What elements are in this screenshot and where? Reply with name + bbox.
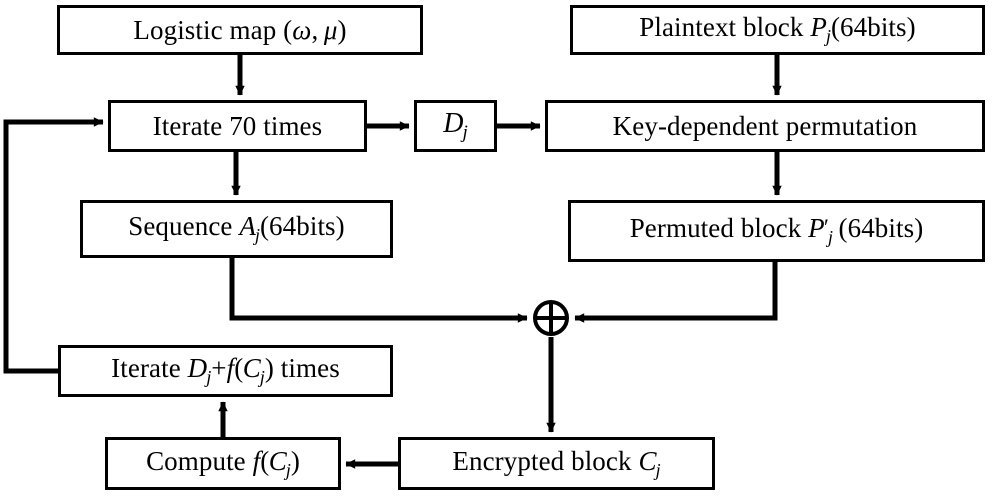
mu-symbol: μ bbox=[323, 14, 338, 45]
dj-subscript: j bbox=[462, 122, 468, 144]
compute-f-label: Compute f(Cj) bbox=[146, 445, 300, 480]
node-iterate-feedback[interactable]: Iterate Dj+f(Cj) times bbox=[58, 345, 393, 397]
permuted-prime: ′ bbox=[823, 214, 829, 240]
node-compute-f[interactable]: Compute f(Cj) bbox=[105, 437, 341, 490]
edge-sequence-to-xor bbox=[229, 258, 528, 323]
permuted-block-label: Permuted block P′j (64bits) bbox=[629, 213, 924, 248]
sequence-symbol: A bbox=[239, 211, 256, 242]
feedback-d-subscript: j bbox=[206, 367, 212, 388]
encrypted-symbol: C bbox=[638, 445, 657, 476]
permuted-subscript: j bbox=[827, 227, 833, 248]
node-logistic-map[interactable]: Logistic map (ω, μ) bbox=[57, 5, 423, 55]
node-dj[interactable]: Dj bbox=[414, 100, 497, 152]
dj-symbol: D bbox=[443, 107, 464, 139]
compute-c-symbol: C bbox=[268, 445, 287, 476]
feedback-d-symbol: D bbox=[187, 353, 208, 384]
node-sequence-aj[interactable]: Sequence Aj(64bits) bbox=[80, 200, 393, 258]
encrypted-block-label: Encrypted block Cj bbox=[452, 445, 661, 480]
feedback-f-symbol: f bbox=[226, 353, 235, 384]
plaintext-symbol: P bbox=[810, 12, 827, 43]
xor-operator bbox=[532, 299, 570, 337]
node-plaintext-block[interactable]: Plaintext block Pj(64bits) bbox=[570, 5, 985, 55]
feedback-c-subscript: j bbox=[259, 367, 265, 388]
edge-permuted-to-xor bbox=[574, 262, 778, 323]
node-encrypted-block[interactable]: Encrypted block Cj bbox=[398, 437, 715, 490]
node-permuted-block[interactable]: Permuted block P′j (64bits) bbox=[568, 200, 985, 262]
sequence-aj-label: Sequence Aj(64bits) bbox=[128, 211, 345, 246]
plaintext-subscript: j bbox=[825, 26, 831, 47]
encrypted-subscript: j bbox=[655, 459, 661, 480]
compute-f-symbol: f bbox=[252, 445, 261, 476]
omega-symbol: ω bbox=[292, 14, 312, 45]
dj-label: Dj bbox=[437, 109, 473, 143]
node-key-dependent-permutation[interactable]: Key-dependent permutation bbox=[545, 100, 985, 152]
compute-c-subscript: j bbox=[285, 459, 291, 480]
feedback-c-symbol: C bbox=[242, 353, 261, 384]
xor-icon bbox=[533, 300, 569, 336]
sequence-subscript: j bbox=[254, 225, 260, 246]
plaintext-block-label: Plaintext block Pj(64bits) bbox=[639, 12, 916, 47]
node-iterate-70-times[interactable]: Iterate 70 times bbox=[108, 100, 367, 152]
key-permutation-label: Key-dependent permutation bbox=[612, 110, 918, 141]
permuted-symbol: P bbox=[808, 213, 825, 244]
iterate-feedback-label: Iterate Dj+f(Cj) times bbox=[111, 353, 340, 388]
logistic-map-label: Logistic map (ω, μ) bbox=[133, 14, 347, 45]
iterate-70-label: Iterate 70 times bbox=[152, 110, 323, 141]
